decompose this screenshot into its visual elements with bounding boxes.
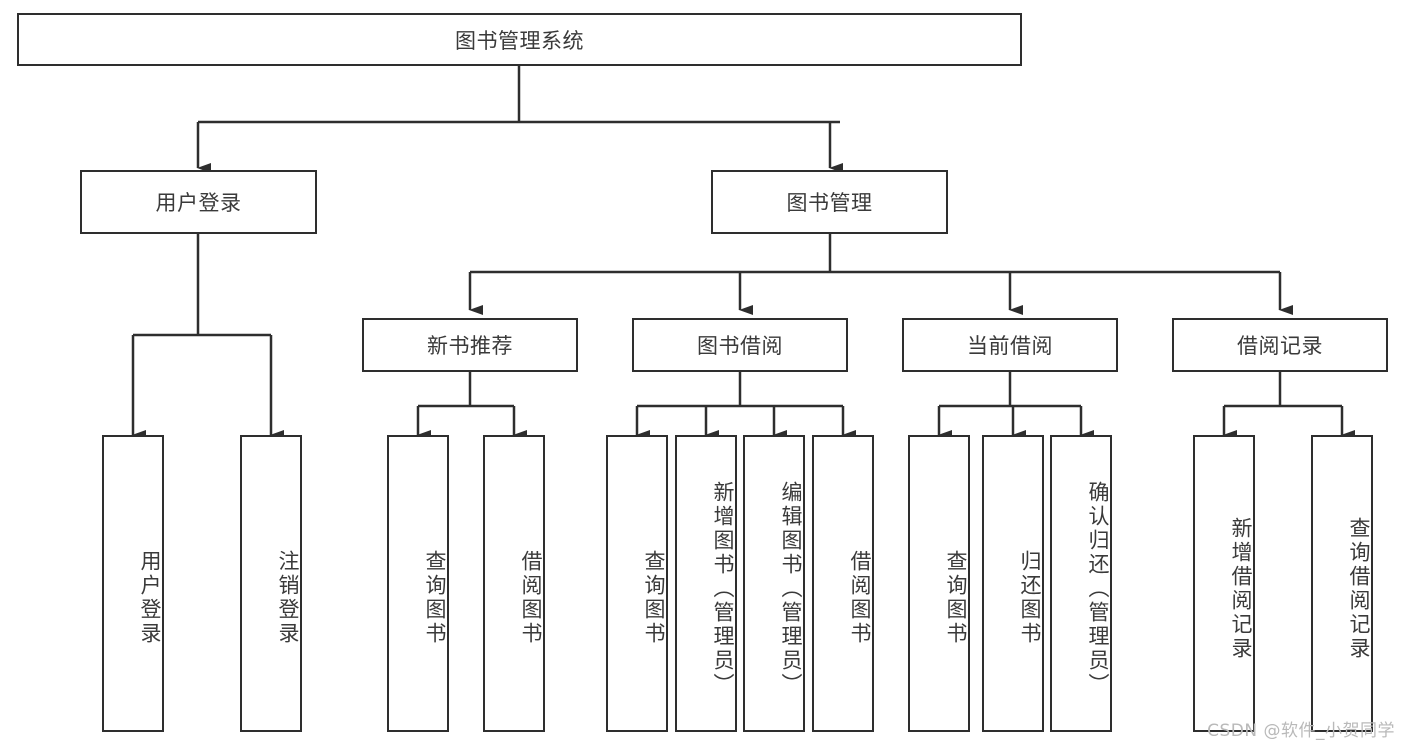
leaf-borrow-book-new[interactable]: 借阅图书 [483, 435, 545, 732]
node-label: 借阅记录 [1237, 334, 1323, 358]
leaf-query-book-current[interactable]: 查询图书 [908, 435, 970, 732]
leaf-confirm-return-admin[interactable]: 确认归还（管理员） [1050, 435, 1112, 732]
leaf-return-book[interactable]: 归还图书 [982, 435, 1044, 732]
node-label: 图书管理 [786, 191, 873, 215]
node-label: 新增借阅记录 [1229, 516, 1253, 661]
leaf-query-book-borrow[interactable]: 查询图书 [606, 435, 668, 732]
leaf-borrow-book[interactable]: 借阅图书 [812, 435, 874, 732]
node-label: 查询图书 [423, 549, 447, 646]
node-label: 编辑图书（管理员） [779, 480, 803, 697]
leaf-add-borrow-record[interactable]: 新增借阅记录 [1193, 435, 1255, 732]
node-label: 新书推荐 [427, 334, 513, 358]
node-label: 确认归还（管理员） [1086, 480, 1110, 697]
node-label: 查询图书 [944, 549, 968, 646]
node-label: 注销登录 [276, 549, 300, 646]
node-label: 借阅图书 [848, 549, 872, 646]
node-book-management[interactable]: 图书管理 [711, 170, 948, 234]
node-label: 新增图书（管理员） [711, 480, 735, 697]
watermark-text: CSDN @软件_小贺同学 [1207, 721, 1395, 741]
node-book-borrow[interactable]: 图书借阅 [632, 318, 848, 372]
node-label: 查询图书 [642, 549, 666, 646]
node-label: 用户登录 [155, 191, 242, 215]
node-borrow-record[interactable]: 借阅记录 [1172, 318, 1388, 372]
leaf-edit-book-admin[interactable]: 编辑图书（管理员） [743, 435, 805, 732]
leaf-add-book-admin[interactable]: 新增图书（管理员） [675, 435, 737, 732]
leaf-query-book-new[interactable]: 查询图书 [387, 435, 449, 732]
node-label: 归还图书 [1018, 549, 1042, 646]
node-new-book-recommend[interactable]: 新书推荐 [362, 318, 578, 372]
node-label: 图书借阅 [697, 334, 783, 358]
node-label: 借阅图书 [519, 549, 543, 646]
node-current-borrow[interactable]: 当前借阅 [902, 318, 1118, 372]
node-label: 图书管理系统 [455, 28, 584, 53]
node-label: 当前借阅 [967, 334, 1053, 358]
leaf-query-borrow-record[interactable]: 查询借阅记录 [1311, 435, 1373, 732]
node-label: 用户登录 [138, 549, 162, 646]
node-label: 查询借阅记录 [1347, 516, 1371, 661]
leaf-logout[interactable]: 注销登录 [240, 435, 302, 732]
node-user-login[interactable]: 用户登录 [80, 170, 317, 234]
leaf-user-login[interactable]: 用户登录 [102, 435, 164, 732]
node-root-system[interactable]: 图书管理系统 [17, 13, 1022, 66]
